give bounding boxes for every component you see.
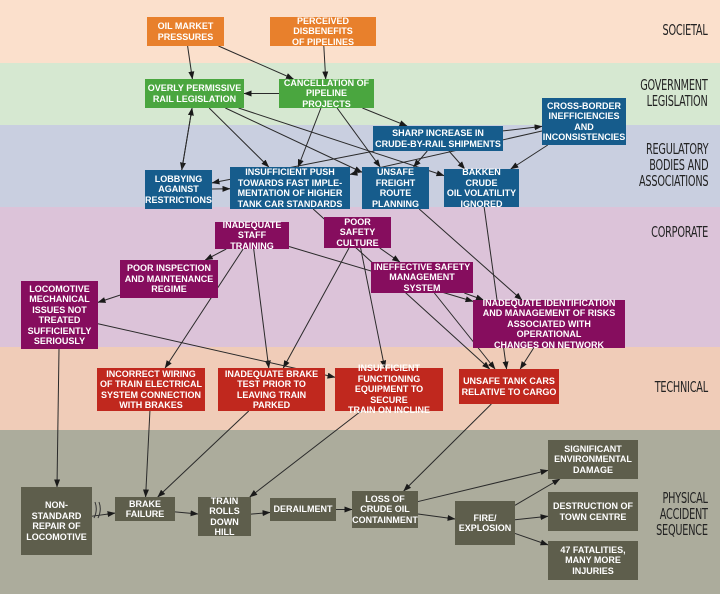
arrow-sharp-increase-to-cross-border: [502, 124, 543, 132]
node-cross-border-inefficiencies: CROSS-BORDER INEFFICIENCIES AND INCONSIS…: [542, 98, 626, 145]
node-brake-failure: BRAKE FAILURE: [115, 497, 175, 521]
arrow-pipeline-cancel-to-unsafe-route: [336, 107, 381, 168]
break-symbol: [93, 501, 101, 519]
node-loss-of-crude-oil-containment: LOSS OF CRUDE OIL CONTAINMENT: [352, 491, 418, 528]
node-ineffective-safety-management-system: INEFFECTIVE SAFETY MANAGEMENT SYSTEM: [371, 262, 473, 293]
arrow-fire-to-fatalities: [514, 532, 549, 546]
node-cancellation-of-pipeline-projects: CANCELLATION OF PIPELINE PROJECTS: [279, 78, 374, 109]
node-perceived-disbenefits-of-pipelines: PERCEIVED DISBENEFITS OF PIPELINES: [270, 16, 376, 47]
node-destruction-of-town-centre: DESTRUCTION OF TOWN CENTRE: [548, 492, 638, 531]
arrow-ineffective-sms-to-tank-cars: [433, 292, 496, 370]
arrow-safety-culture-to-ineffective-sms: [379, 247, 401, 263]
node-non-standard-repair: NON- STANDARD REPAIR OF LOCOMOTIVE: [21, 487, 92, 555]
node-derailment: DERAILMENT: [270, 498, 336, 521]
arrow-pipeline-cancel-to-insufficient-push: [297, 107, 322, 168]
arrow-oil-market-to-pipeline-cancel: [218, 45, 294, 80]
arrow-permissive-rail-to-unsafe-route: [225, 107, 363, 173]
arrow-oil-market-to-permissive-rail: [187, 45, 195, 80]
arrow-loss-containment-to-fire: [417, 513, 456, 521]
node-bakken-crude-oil-volatility: BAKKEN CRUDE OIL VOLATILITY IGNORED: [444, 167, 519, 209]
node-train-rolls-down-hill: TRAIN ROLLS DOWN HILL: [198, 496, 251, 537]
arrow-nonstandard-repair-to-brake-failure: [91, 511, 116, 518]
arrow-fire-to-town-centre: [514, 514, 549, 521]
arrow-ineffective-sms-to-risk-mgmt: [464, 292, 484, 301]
arrow-pipeline-disbenefits-to-pipeline-cancel: [322, 45, 329, 80]
node-incorrect-wiring: INCORRECT WIRING OF TRAIN ELECTRICAL SYS…: [97, 368, 205, 411]
arrow-fire-to-env-damage: [514, 478, 561, 506]
node-overly-permissive-rail-legislation: OVERLY PERMISSIVE RAIL LEGISLATION: [145, 79, 244, 108]
node-locomotive-mechanical-issues: LOCOMOTIVE MECHANICAL ISSUES NOT TREATED…: [21, 281, 98, 349]
arrow-permissive-rail-to-bakken: [238, 107, 445, 177]
node-inadequate-staff-training: INADEQUATE STAFF TRAINING: [215, 220, 289, 251]
arrow-train-rolls-to-derailment: [250, 510, 271, 517]
node-insufficient-push-tank-car-standards: INSUFFICIENT PUSH TOWARDS FAST IMPLE- ME…: [230, 167, 350, 209]
arrow-brake-failure-to-train-rolls: [174, 510, 199, 517]
band-label-government: GOVERNMENT LEGISLATION: [640, 76, 709, 110]
node-insufficient-securing-equipment: INSUFFICIENT FUNCTIONING EQUIPMENT TO SE…: [335, 363, 443, 415]
band-label-physical: PHYSICAL ACCIDENT SEQUENCE: [656, 489, 708, 539]
band-label-regulatory: REGULATORY BODIES AND ASSOCIATIONS: [638, 140, 709, 190]
arrow-unsafe-route-to-risk-mgmt: [418, 208, 523, 301]
arrow-staff-training-to-brake-test: [253, 248, 271, 369]
arrow-poor-inspection-to-loco-issues: [97, 294, 121, 303]
arrow-safety-culture-to-brake-test: [282, 247, 350, 369]
arrow-pipeline-cancel-to-sharp-increase: [362, 107, 408, 127]
node-inadequate-risk-identification: INADEQUATE IDENTIFICATION AND MANAGEMENT…: [473, 298, 625, 350]
node-lobbying-against-restrictions: LOBBYING AGAINST RESTRICTIONS: [145, 170, 212, 209]
arrow-permissive-rail-to-insufficient-push: [208, 107, 270, 168]
node-fire-explosion: FIRE/ EXPLOSION: [455, 501, 515, 545]
arrow-brake-test-to-brake-failure: [157, 410, 250, 498]
node-poor-inspection-maintenance: POOR INSPECTION AND MAINTENANCE REGIME: [120, 260, 218, 298]
arrow-staff-training-to-wiring: [164, 248, 244, 369]
arrow-tank-cars-to-loss-containment: [403, 403, 492, 492]
arrow-staff-training-to-poor-inspection: [204, 248, 227, 261]
band-label-corporate: CORPORATE: [651, 223, 708, 241]
arrow-loss-containment-to-env-damage: [417, 469, 549, 503]
arrow-cross-border-to-bakken: [510, 144, 549, 170]
node-sharp-increase-crude-by-rail: SHARP INCREASE IN CRUDE-BY-RAIL SHIPMENT…: [373, 126, 503, 151]
arrow-lobbying-to-permissive-rail: [181, 107, 194, 171]
node-inadequate-brake-test: INADEQUATE BRAKE TEST PRIOR TO LEAVING T…: [218, 368, 325, 411]
arrow-safety-culture-to-securing-equipment: [360, 247, 387, 369]
node-unsafe-tank-cars: UNSAFE TANK CARS RELATIVE TO CARGO: [459, 369, 559, 404]
node-47-fatalities: 47 FATALITIES, MANY MORE INJURIES: [548, 541, 638, 580]
node-significant-environmental-damage: SIGNIFICANT ENVIRONMENTAL DAMAGE: [548, 440, 638, 479]
band-label-societal: SOCIETAL: [662, 21, 708, 39]
node-poor-safety-culture: POOR SAFETY CULTURE: [324, 217, 391, 248]
node-unsafe-freight-route-planning: UNSAFE FREIGHT ROUTE PLANNING: [362, 167, 429, 209]
band-label-technical: TECHNICAL: [654, 378, 708, 396]
node-oil-market-pressures: OIL MARKET PRESSURES: [147, 17, 224, 46]
arrow-securing-equipment-to-train-rolls: [249, 410, 362, 498]
arrow-risk-mgmt-to-tank-cars: [519, 347, 535, 370]
arrow-sharp-increase-to-bakken: [448, 150, 466, 170]
arrow-wiring-to-brake-failure: [142, 410, 151, 498]
arrow-loco-issues-to-nonstandard-repair: [54, 348, 61, 488]
